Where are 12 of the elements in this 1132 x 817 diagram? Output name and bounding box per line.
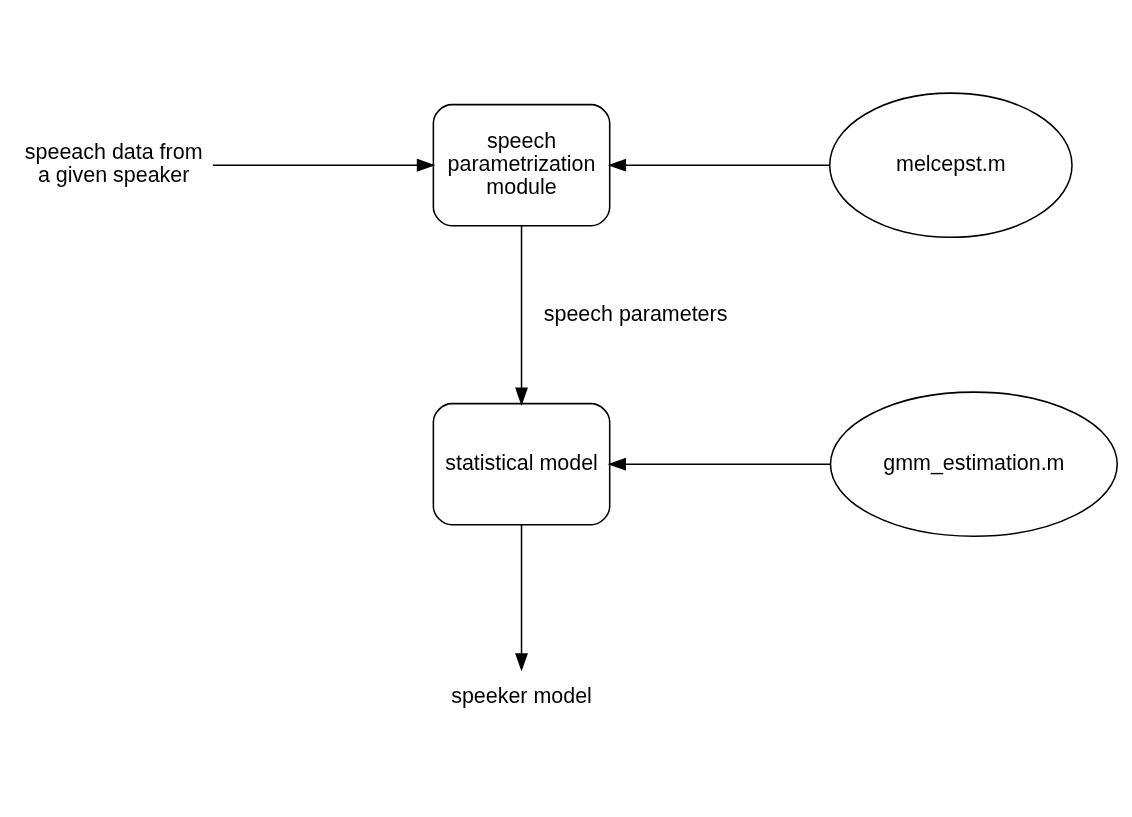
node-ellipse: gmm_estimation.m xyxy=(829,390,1118,537)
node-box: statistical model xyxy=(432,402,611,526)
node-box: speech parametrization module xyxy=(432,103,611,227)
arrow xyxy=(212,158,436,172)
arrow xyxy=(515,224,528,406)
arrow xyxy=(607,457,832,471)
node-ellipse: melcepst.m xyxy=(828,91,1073,238)
arrow xyxy=(607,158,831,172)
node-text: speeach data from a given speaker xyxy=(24,139,203,187)
node-text: speeker model xyxy=(451,683,592,708)
edge-label: speech parameters xyxy=(543,301,728,326)
arrow xyxy=(515,523,528,672)
